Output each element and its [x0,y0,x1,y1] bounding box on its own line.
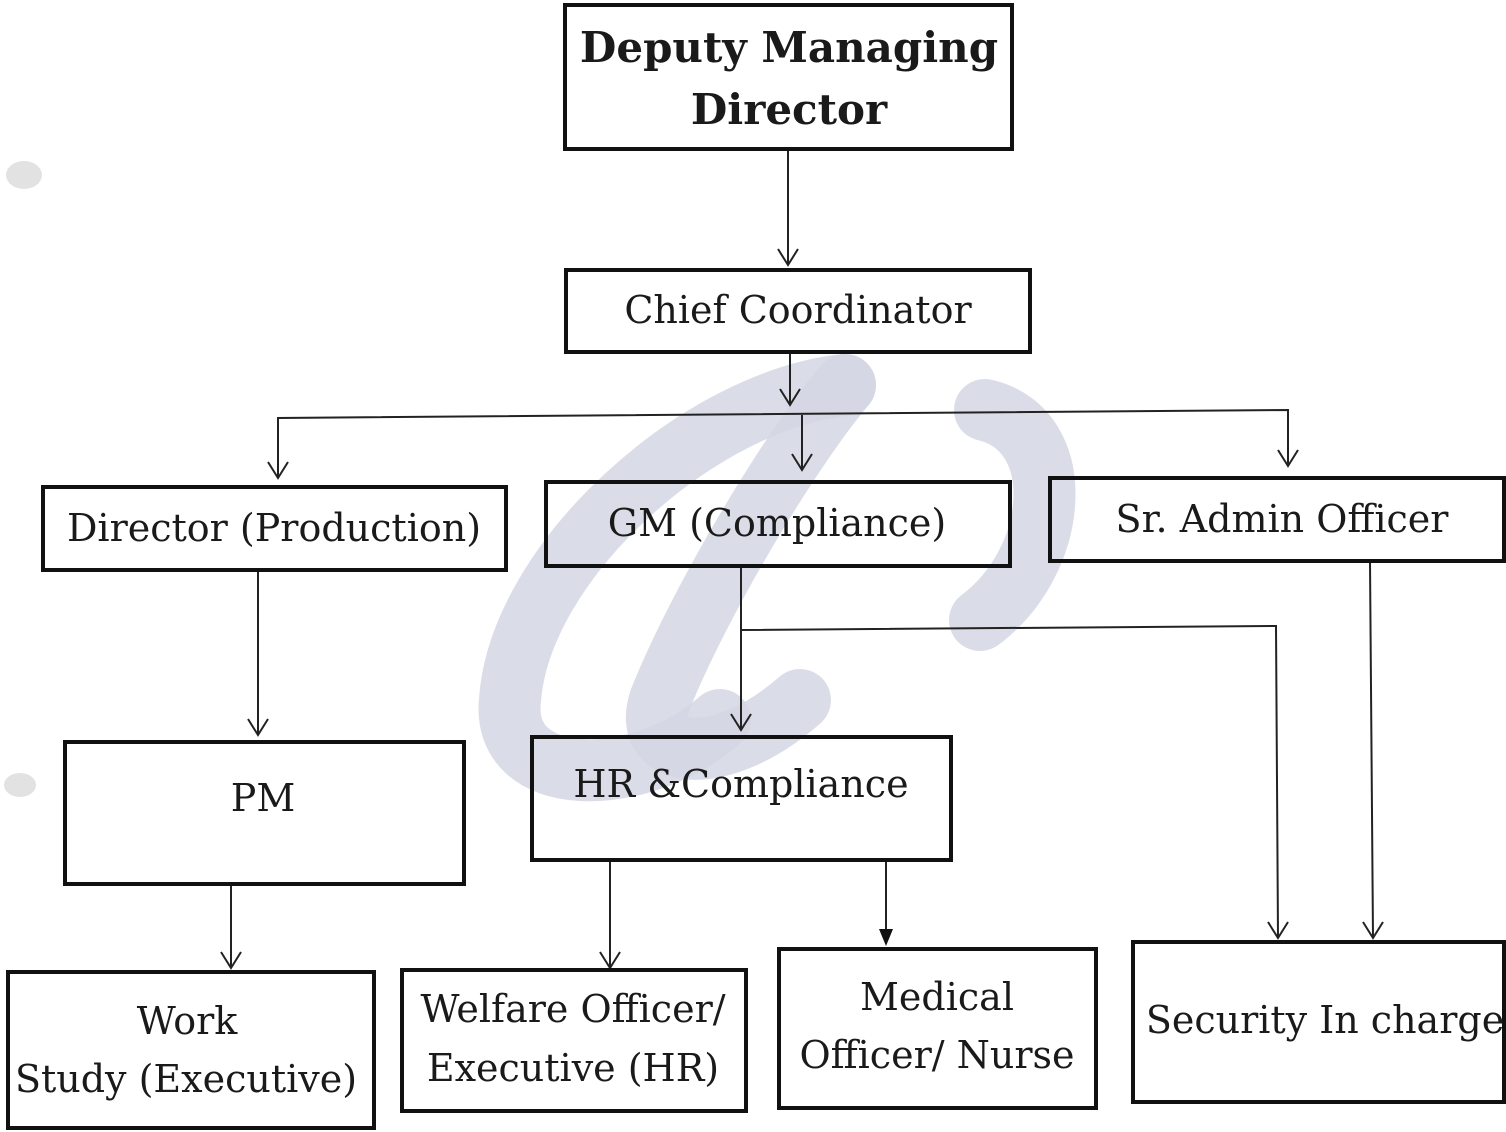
edge-branch-bar [277,408,1289,478]
node-box [563,3,1014,151]
arrowhead-director-production [267,461,289,480]
node-medical-officer-nurse: Medical Officer/ Nurse [777,947,1098,1110]
node-box [564,268,1032,354]
scan-mark-top [6,161,42,189]
node-label-line2: Study (Executive) [15,1057,357,1101]
node-sr-admin-officer: Sr. Admin Officer [1048,476,1506,563]
node-gm-compliance: GM (Compliance) [544,480,1012,568]
arrowhead-gm-compliance [791,453,813,472]
node-director-production: Director (Production) [41,485,508,572]
node-box [1131,940,1506,1104]
node-label: Chief Coordinator [624,288,972,332]
connectors [220,150,1384,970]
node-box [1048,476,1506,563]
node-label-line1: Welfare Officer/ [420,987,725,1031]
node-welfare-officer: Welfare Officer/ Executive (HR) [400,968,748,1113]
node-chief-coordinator: Chief Coordinator [564,268,1032,354]
node-hr-compliance: HR &Compliance [530,735,953,862]
node-label: HR &Compliance [573,762,908,806]
node-label-line1: Work [137,999,239,1043]
node-pm: PM [63,740,466,886]
arrowhead-hr-compliance [730,713,752,732]
node-label: Director (Production) [67,506,481,550]
node-label-line2: Officer/ Nurse [800,1033,1075,1077]
edge-admin-to-security [1369,561,1374,939]
watermark-logo [478,354,1076,802]
node-label: GM (Compliance) [608,501,947,545]
arrowhead-chief-branch [779,388,801,407]
node-label-line1: Deputy Managing [580,23,998,72]
node-box [544,480,1012,568]
arrowhead-security-from-admin [1362,921,1384,940]
arrowhead-medical [879,929,893,946]
node-box [63,740,466,886]
node-label-line2: Director [691,85,888,134]
node-label-line1: Medical [860,975,1014,1019]
node-box [777,947,1098,1110]
edge-gm-to-security [740,624,1279,939]
scan-mark-bottom [4,773,36,797]
node-label-line2: Executive (HR) [427,1046,719,1090]
arrowhead-sr-admin [1277,449,1299,468]
node-label: PM [231,776,295,820]
node-deputy-managing-director: Deputy Managing Director [563,3,1014,151]
node-security-in-charge: Security In charge [1131,940,1506,1104]
node-box [41,485,508,572]
scan-marks [4,161,42,797]
node-box [400,968,748,1113]
node-label: Security In charge [1146,998,1504,1042]
node-box [6,970,376,1130]
node-box [530,735,953,862]
arrowhead-pm [247,718,269,737]
arrowhead-chief [777,248,799,267]
arrowhead-work-study [220,951,242,970]
node-label: Sr. Admin Officer [1116,497,1450,541]
node-work-study-executive: Work Study (Executive) [6,970,376,1130]
arrowhead-security-from-gm [1267,921,1289,940]
